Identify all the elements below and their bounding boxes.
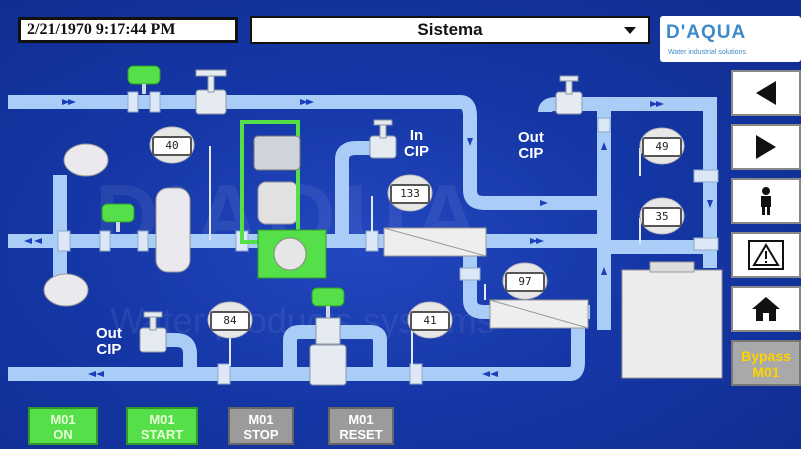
gauge-readout-1: 40 bbox=[152, 136, 192, 156]
flow-arrow-icon bbox=[306, 99, 314, 105]
flange bbox=[127, 91, 139, 113]
pump-impeller-icon bbox=[273, 237, 307, 271]
flow-arrow-icon bbox=[601, 267, 607, 275]
equipment bbox=[43, 120, 723, 379]
valve-body bbox=[555, 91, 583, 115]
label-in-cip: In CIP bbox=[404, 127, 430, 160]
valve-handle bbox=[373, 119, 393, 126]
company-logo: D'AQUA Water industrial solutions bbox=[660, 16, 801, 62]
bypass-button[interactable]: Bypass M01 bbox=[731, 340, 801, 386]
flow-arrow-icon bbox=[650, 101, 658, 107]
gauge-readout-7: 35 bbox=[642, 207, 682, 227]
flow-arrow-icon bbox=[536, 238, 544, 244]
flow-arrow-icon bbox=[467, 138, 473, 146]
triangle-left-icon bbox=[756, 81, 776, 105]
warning-icon bbox=[748, 240, 784, 270]
flange bbox=[693, 169, 719, 183]
gauge-readout-5: 41 bbox=[410, 311, 450, 331]
pipe-out-cip-bottom bbox=[150, 333, 197, 374]
valve-handle bbox=[195, 69, 227, 77]
flow-arrow-icon bbox=[300, 99, 308, 105]
flow-arrow-icon bbox=[601, 142, 607, 150]
flow-arrow-icon bbox=[707, 200, 713, 208]
valve-handle bbox=[143, 311, 163, 318]
valve-body bbox=[139, 327, 167, 353]
pipe-network bbox=[8, 95, 717, 381]
expansion-vessel-top bbox=[63, 143, 109, 177]
flange bbox=[137, 230, 149, 252]
gauge-readout-2: 133 bbox=[390, 184, 430, 204]
flange bbox=[597, 117, 611, 133]
bypass-valve-body bbox=[309, 344, 347, 386]
valve-body bbox=[369, 135, 397, 159]
flange bbox=[57, 230, 71, 252]
flow-arrow-icon bbox=[88, 371, 96, 377]
flow-arrow-icon bbox=[96, 371, 104, 377]
gauge-readout-4: 84 bbox=[210, 311, 250, 331]
valve-stem bbox=[207, 73, 215, 93]
bypass-valve-top bbox=[315, 317, 341, 345]
valve-body bbox=[195, 89, 227, 115]
logo-name: D'AQUA bbox=[666, 22, 747, 43]
flange bbox=[99, 230, 111, 252]
m01-reset-button[interactable]: M01 RESET bbox=[328, 407, 394, 445]
back-button[interactable] bbox=[731, 70, 801, 116]
chevron-down-icon[interactable] bbox=[624, 27, 636, 34]
gauge-readout-6: 49 bbox=[642, 137, 682, 157]
label-out-cip-bottom: Out CIP bbox=[96, 325, 122, 358]
person-icon bbox=[761, 187, 771, 215]
user-button[interactable] bbox=[731, 178, 801, 224]
forward-button[interactable] bbox=[731, 124, 801, 170]
flow-arrow-icon bbox=[62, 99, 70, 105]
datetime-display: 2/21/1970 9:17:44 PM bbox=[18, 17, 238, 43]
logo-tagline: Water industrial solutions bbox=[668, 49, 746, 56]
flow-arrow-icon bbox=[540, 200, 548, 206]
storage-tank bbox=[621, 269, 723, 379]
pipe-bottom-main bbox=[8, 318, 585, 381]
flange bbox=[409, 363, 423, 385]
flow-arrows bbox=[24, 99, 713, 377]
m01-start-button[interactable]: M01 START bbox=[126, 407, 198, 445]
flow-arrow-icon bbox=[24, 238, 32, 244]
flange bbox=[149, 91, 161, 113]
flange bbox=[459, 267, 481, 281]
flange bbox=[217, 363, 231, 385]
label-out-cip-top: Out CIP bbox=[518, 129, 544, 162]
manual-valves bbox=[139, 69, 583, 386]
flow-arrow-icon bbox=[34, 238, 42, 244]
gauge-stems bbox=[209, 146, 641, 366]
flow-arrow-icon bbox=[68, 99, 76, 105]
m01-stop-button[interactable]: M01 STOP bbox=[228, 407, 294, 445]
flow-arrow-icon bbox=[656, 101, 664, 107]
valve-handle bbox=[559, 75, 579, 82]
pipe-in-cip bbox=[335, 141, 380, 240]
flow-arrow-icon bbox=[490, 371, 498, 377]
pump-motor bbox=[253, 135, 301, 171]
flow-arrow-icon bbox=[482, 371, 490, 377]
m01-on-button[interactable]: M01 ON bbox=[28, 407, 98, 445]
flange bbox=[693, 237, 719, 251]
actuator-stems bbox=[116, 84, 330, 318]
actuator-middle bbox=[101, 203, 135, 223]
triangle-right-icon bbox=[756, 135, 776, 159]
system-select-value: Sistema bbox=[417, 20, 483, 39]
home-button[interactable] bbox=[731, 286, 801, 332]
gauge-readout-3: 97 bbox=[505, 272, 545, 292]
filter-tank bbox=[155, 187, 191, 273]
actuators bbox=[101, 65, 345, 307]
alarm-button[interactable] bbox=[731, 232, 801, 278]
flow-arrow-icon bbox=[530, 238, 538, 244]
pipe-top-main bbox=[8, 95, 604, 210]
actuator-bottom bbox=[311, 287, 345, 307]
expansion-vessel-bottom bbox=[43, 273, 89, 307]
drum-tank bbox=[257, 181, 299, 225]
pipe-lower-branch bbox=[463, 241, 590, 319]
actuator-top bbox=[127, 65, 161, 85]
system-select[interactable]: Sistema bbox=[250, 16, 650, 44]
home-icon bbox=[752, 297, 780, 321]
